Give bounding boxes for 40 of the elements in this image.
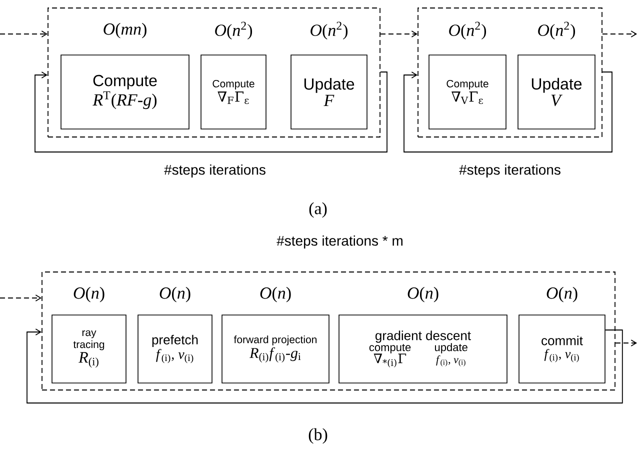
complexity-label: O(n) xyxy=(408,286,438,302)
node-label: f$_{(i)}$, v$_{(i)}$ xyxy=(436,355,466,366)
process-box: Update V xyxy=(518,54,596,130)
dashed-frame xyxy=(48,8,380,138)
arrow xyxy=(615,340,637,346)
arrow xyxy=(0,294,42,302)
complexity-label: O(n$^{2}$) xyxy=(310,22,348,40)
complexity-label: O(n$^{2}$) xyxy=(538,22,576,40)
complexity-label: O(mn) xyxy=(104,22,146,38)
arrow xyxy=(602,30,637,38)
heading: #steps iterations * m xyxy=(276,235,402,249)
process-box: forward projection R$_{(i)}$f$_{(i)}$-g$_{i}$ xyxy=(222,314,330,384)
arrow xyxy=(380,30,418,38)
panel-label: (a) xyxy=(309,202,327,218)
edge-label: #steps iterations xyxy=(163,163,267,179)
complexity-label: O(n) xyxy=(546,286,578,302)
node-label: ∇$_{*(i)}$Γ xyxy=(374,354,406,368)
panel-label: (b) xyxy=(308,428,328,444)
complexity-label: O(n$^{2}$) xyxy=(449,22,486,40)
dashed-frame xyxy=(418,8,602,138)
arrow xyxy=(26,328,623,404)
loop-arrow xyxy=(34,72,388,152)
process-box: ray tracing R$_{(i)}$ xyxy=(52,314,126,384)
complexity-label: O(n) xyxy=(260,286,291,302)
complexity-label: O(n) xyxy=(160,286,190,302)
edge-label: #steps iterations xyxy=(458,163,562,179)
process-box: commit f$_{(i)}$, v$_{(i)}$ xyxy=(518,314,606,384)
process-box: Compute ∇$_{F}$Γ$_{ε}$ xyxy=(200,54,266,130)
process-box: prefetch f$_{(i)}$, v$_{(i)}$ xyxy=(138,314,212,384)
arrow xyxy=(0,30,48,38)
process-box: Compute ∇$_{V}$Γ$_{ε}$ xyxy=(428,54,506,130)
process-box: Update F xyxy=(290,54,368,130)
process-box: gradient descent compute update ∇$_{*(i)}$Γ f$_{(i)}$, v$_{(i)}$ xyxy=(338,314,508,384)
node-label: update xyxy=(434,343,468,354)
loop-arrow xyxy=(404,72,612,152)
node-label: gradient descent xyxy=(375,330,471,343)
node-label: compute xyxy=(369,344,411,354)
process-box: Compute R$^{T}$(RF-g) xyxy=(60,54,190,130)
complexity-label: O(n$^{2}$) xyxy=(215,22,252,40)
complexity-label: O(n) xyxy=(74,286,104,302)
